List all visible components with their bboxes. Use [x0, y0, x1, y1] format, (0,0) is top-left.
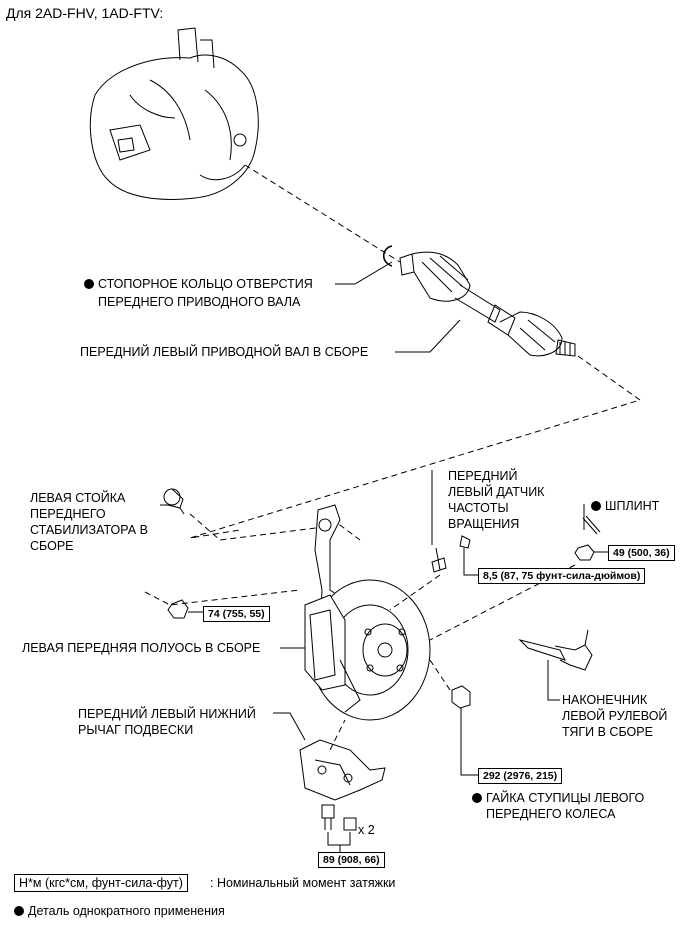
lower-arm-part — [299, 739, 386, 801]
hub-nut-label: ГАЙКА СТУПИЦЫ ЛЕВОГО — [472, 790, 644, 806]
speed-sensor-label-1: ПЕРЕДНИЙ — [448, 469, 518, 483]
lower-arm-nut-part — [343, 817, 357, 831]
stabilizer-link-label-4: СБОРЕ — [30, 539, 74, 553]
legend-unit-text: : Номинальный момент затяжки — [210, 876, 396, 890]
non-reusable-marker — [472, 793, 482, 803]
cotter-pin-part — [582, 515, 601, 535]
cotter-pin-label: ШПЛИНТ — [591, 498, 659, 514]
hub-nut-part — [451, 685, 471, 709]
lower-arm-bolt-part — [321, 804, 335, 830]
tie-rod-end-label-2: ЛЕВОЙ РУЛЕВОЙ — [562, 709, 668, 723]
transaxle-housing — [89, 27, 259, 200]
hub-nut-label-line2: ПЕРЕДНЕГО КОЛЕСА — [486, 807, 616, 821]
snap-ring-part — [382, 245, 393, 267]
axle-hub-assembly-part — [304, 504, 431, 721]
stabilizer-link-label-3: СТАБИЛИЗАТОРА В — [30, 523, 148, 537]
lower-arm-label-1: ПЕРЕДНИЙ ЛЕВЫЙ НИЖНИЙ — [78, 707, 256, 721]
snap-ring-label-line2: ПЕРЕДНЕГО ПРИВОДНОГО ВАЛА — [98, 295, 301, 309]
torque-sensor-bolt: 8,5 (87, 75 фунт-сила-дюймов) — [478, 568, 646, 584]
torque-lower-arm-bolt: 89 (908, 66) — [318, 852, 385, 868]
speed-sensor-label-2: ЛЕВЫЙ ДАТЧИК — [448, 485, 545, 499]
speed-sensor-label-3: ЧАСТОТЫ — [448, 501, 509, 515]
stabilizer-link-label-1: ЛЕВАЯ СТОЙКА — [30, 491, 126, 505]
stabilizer-link-label-2: ПЕРЕДНЕГО — [30, 507, 106, 521]
page-title: Для 2AD-FHV, 1AD-FTV: — [6, 5, 164, 21]
stabilizer-link-part — [163, 488, 185, 515]
snap-ring-label: СТОПОРНОЕ КОЛЬЦО ОТВЕРСТИЯ — [84, 276, 313, 292]
legend-unit-box: Н*м (кгс*см, фунт-сила-фут) — [14, 874, 188, 892]
axle-hub-label: ЛЕВАЯ ПЕРЕДНЯЯ ПОЛУОСЬ В СБОРЕ — [22, 641, 261, 655]
legend-non-reusable: Деталь однократного применения — [14, 903, 225, 919]
speed-sensor-label-4: ВРАЩЕНИЯ — [448, 517, 520, 531]
tie-rod-end-label-3: ТЯГИ В СБОРЕ — [562, 725, 653, 739]
drive-shaft-part — [399, 251, 576, 357]
tie-rod-end-part — [518, 629, 593, 671]
torque-hub-nut: 292 (2976, 215) — [478, 768, 563, 784]
non-reusable-marker — [14, 906, 24, 916]
stabilizer-nut-part — [167, 599, 189, 619]
torque-tie-rod-nut: 49 (500, 36) — [608, 545, 675, 561]
speed-sensor-part — [431, 535, 471, 573]
lower-arm-label-2: РЫЧАГ ПОДВЕСКИ — [78, 723, 194, 737]
tie-rod-end-label-1: НАКОНЕЧНИК — [562, 693, 648, 707]
drive-shaft-label: ПЕРЕДНИЙ ЛЕВЫЙ ПРИВОДНОЙ ВАЛ В СБОРЕ — [80, 345, 369, 359]
non-reusable-marker — [84, 279, 94, 289]
non-reusable-marker — [591, 501, 601, 511]
quantity-label: x 2 — [358, 823, 375, 837]
tie-rod-nut-part — [574, 544, 595, 561]
torque-stabilizer-nut: 74 (755, 55) — [203, 606, 270, 622]
